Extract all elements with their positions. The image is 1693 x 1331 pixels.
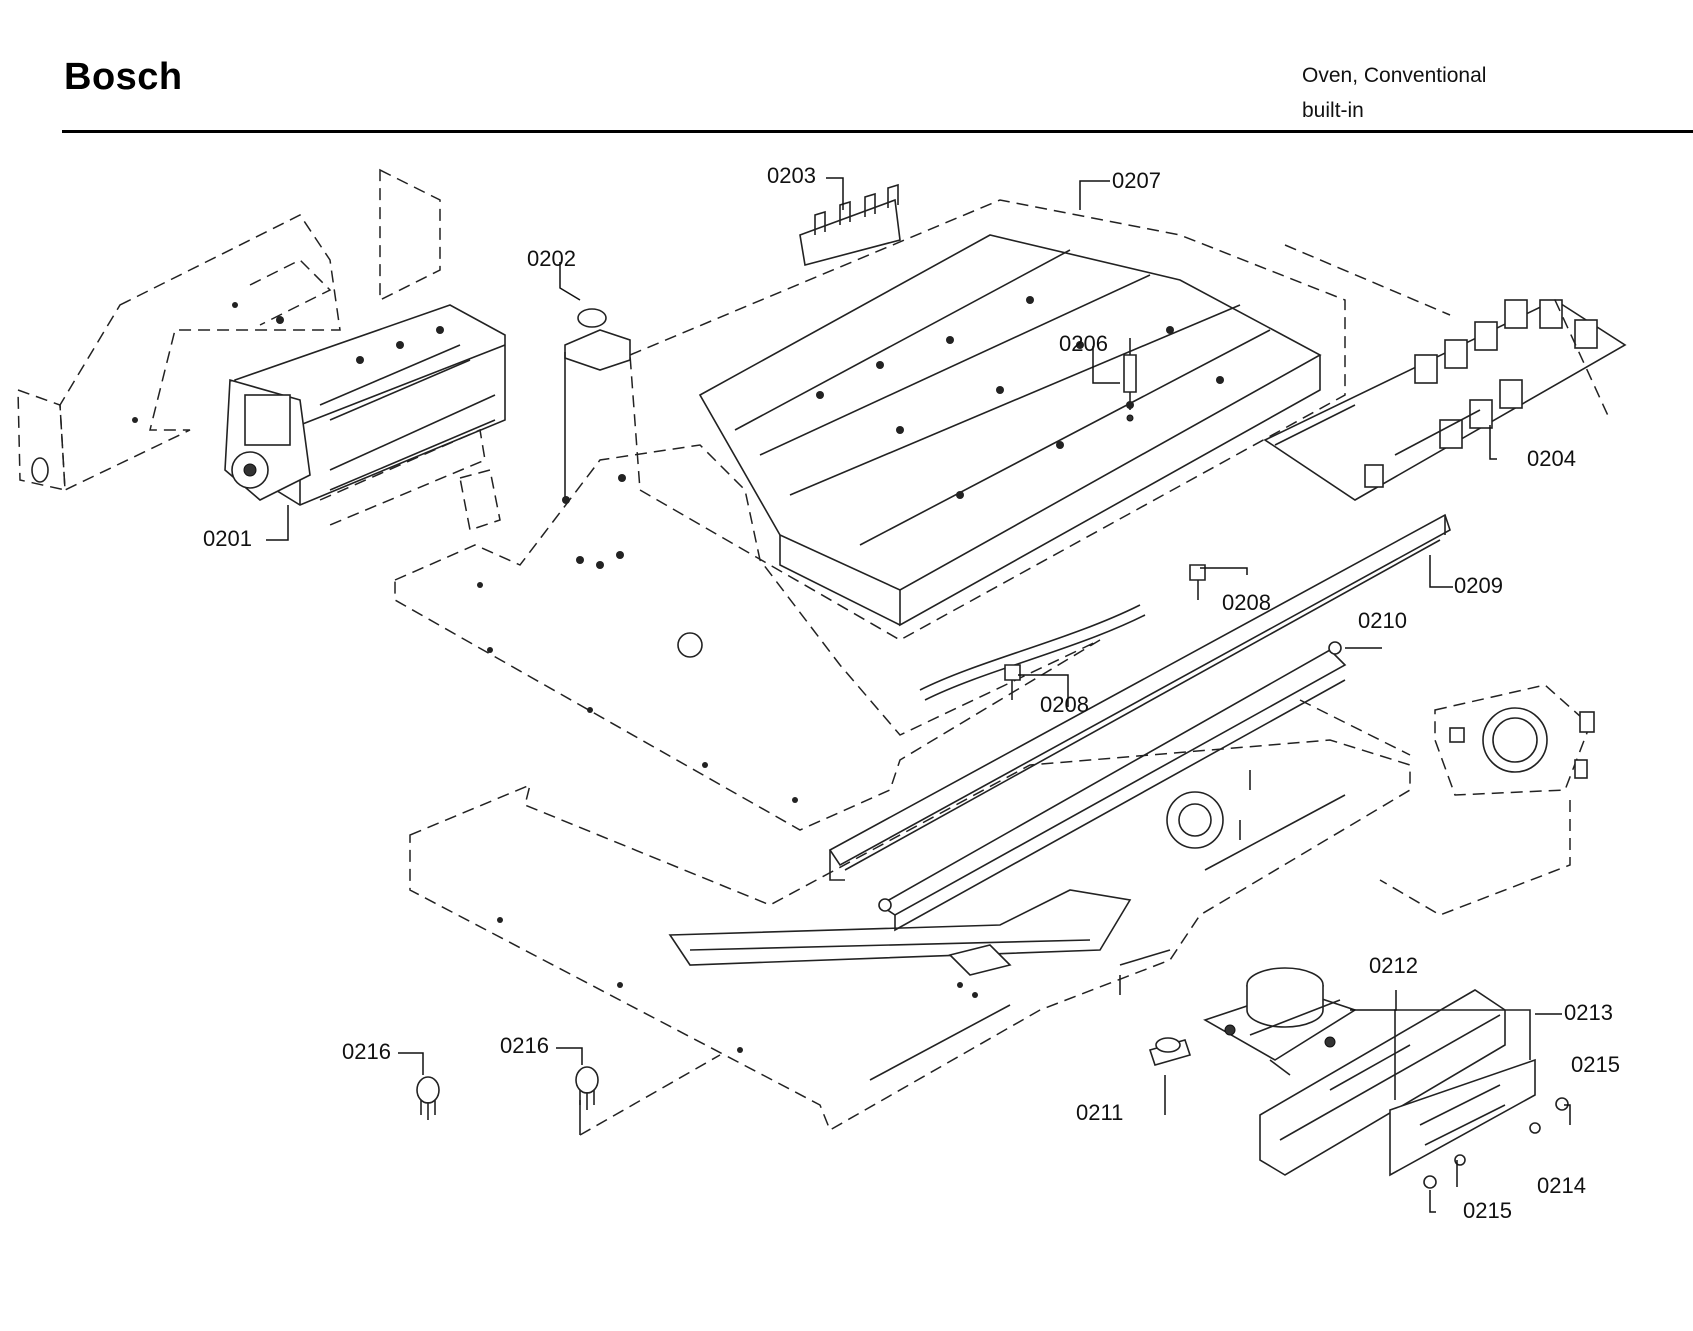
- callout-0210: 0210: [1358, 608, 1407, 633]
- brand-title: Bosch: [64, 56, 183, 98]
- callout-0213: 0213: [1564, 1000, 1613, 1025]
- control-board: [1263, 244, 1627, 501]
- hi-limit-thermostat: [1119, 949, 1192, 1066]
- front-bracket: [1259, 989, 1536, 1177]
- fan-motor-assembly: [17, 168, 506, 526]
- callout-0207: 0207: [1112, 168, 1161, 193]
- callout-0214: 0214: [1537, 1173, 1586, 1198]
- callout-0203: 0203: [767, 163, 816, 188]
- product-line-1: Oven, Conventional: [1302, 64, 1487, 87]
- leader-lines: [266, 177, 1571, 1213]
- callout-0201: 0201: [203, 526, 252, 551]
- fan-cover-plate: [1379, 684, 1595, 916]
- oven-lamps: [416, 1066, 599, 1120]
- product-line-2: built-in: [1302, 99, 1364, 122]
- temperature-sensor: [1123, 338, 1137, 422]
- thermostat-bracket: [562, 308, 631, 504]
- callout-0211: 0211: [1076, 1100, 1123, 1125]
- callout-0216-left: 0216: [342, 1039, 391, 1064]
- door-lock-motor: [1203, 967, 1357, 1076]
- product-description: Oven, Conventional built-in: [1302, 58, 1486, 128]
- callout-0215-upper: 0215: [1571, 1052, 1620, 1077]
- callout-0215-lower: 0215: [1463, 1198, 1512, 1223]
- oven-top-panel: [394, 444, 1101, 831]
- callout-0204: 0204: [1527, 446, 1576, 471]
- callout-0206: 0206: [1059, 331, 1108, 356]
- gasket-strip: [878, 641, 1347, 932]
- callout-0216-right: 0216: [500, 1033, 549, 1058]
- callout-labels: 0201 0202 0203 0204 0206 0207 0208 0208 …: [203, 163, 1620, 1223]
- oven-bottom-panel: [409, 699, 1411, 1136]
- header-rule: [62, 130, 1693, 133]
- callout-0212: 0212: [1369, 953, 1418, 978]
- front-rail: [828, 513, 1451, 881]
- callout-0209: 0209: [1454, 573, 1503, 598]
- callout-0202: 0202: [527, 246, 576, 271]
- wire-harness: [919, 564, 1206, 701]
- top-cover-plate: [629, 199, 1346, 641]
- callout-0208-upper: 0208: [1222, 590, 1271, 615]
- wire-clips: [799, 183, 901, 266]
- callout-0208-lower: 0208: [1040, 692, 1089, 717]
